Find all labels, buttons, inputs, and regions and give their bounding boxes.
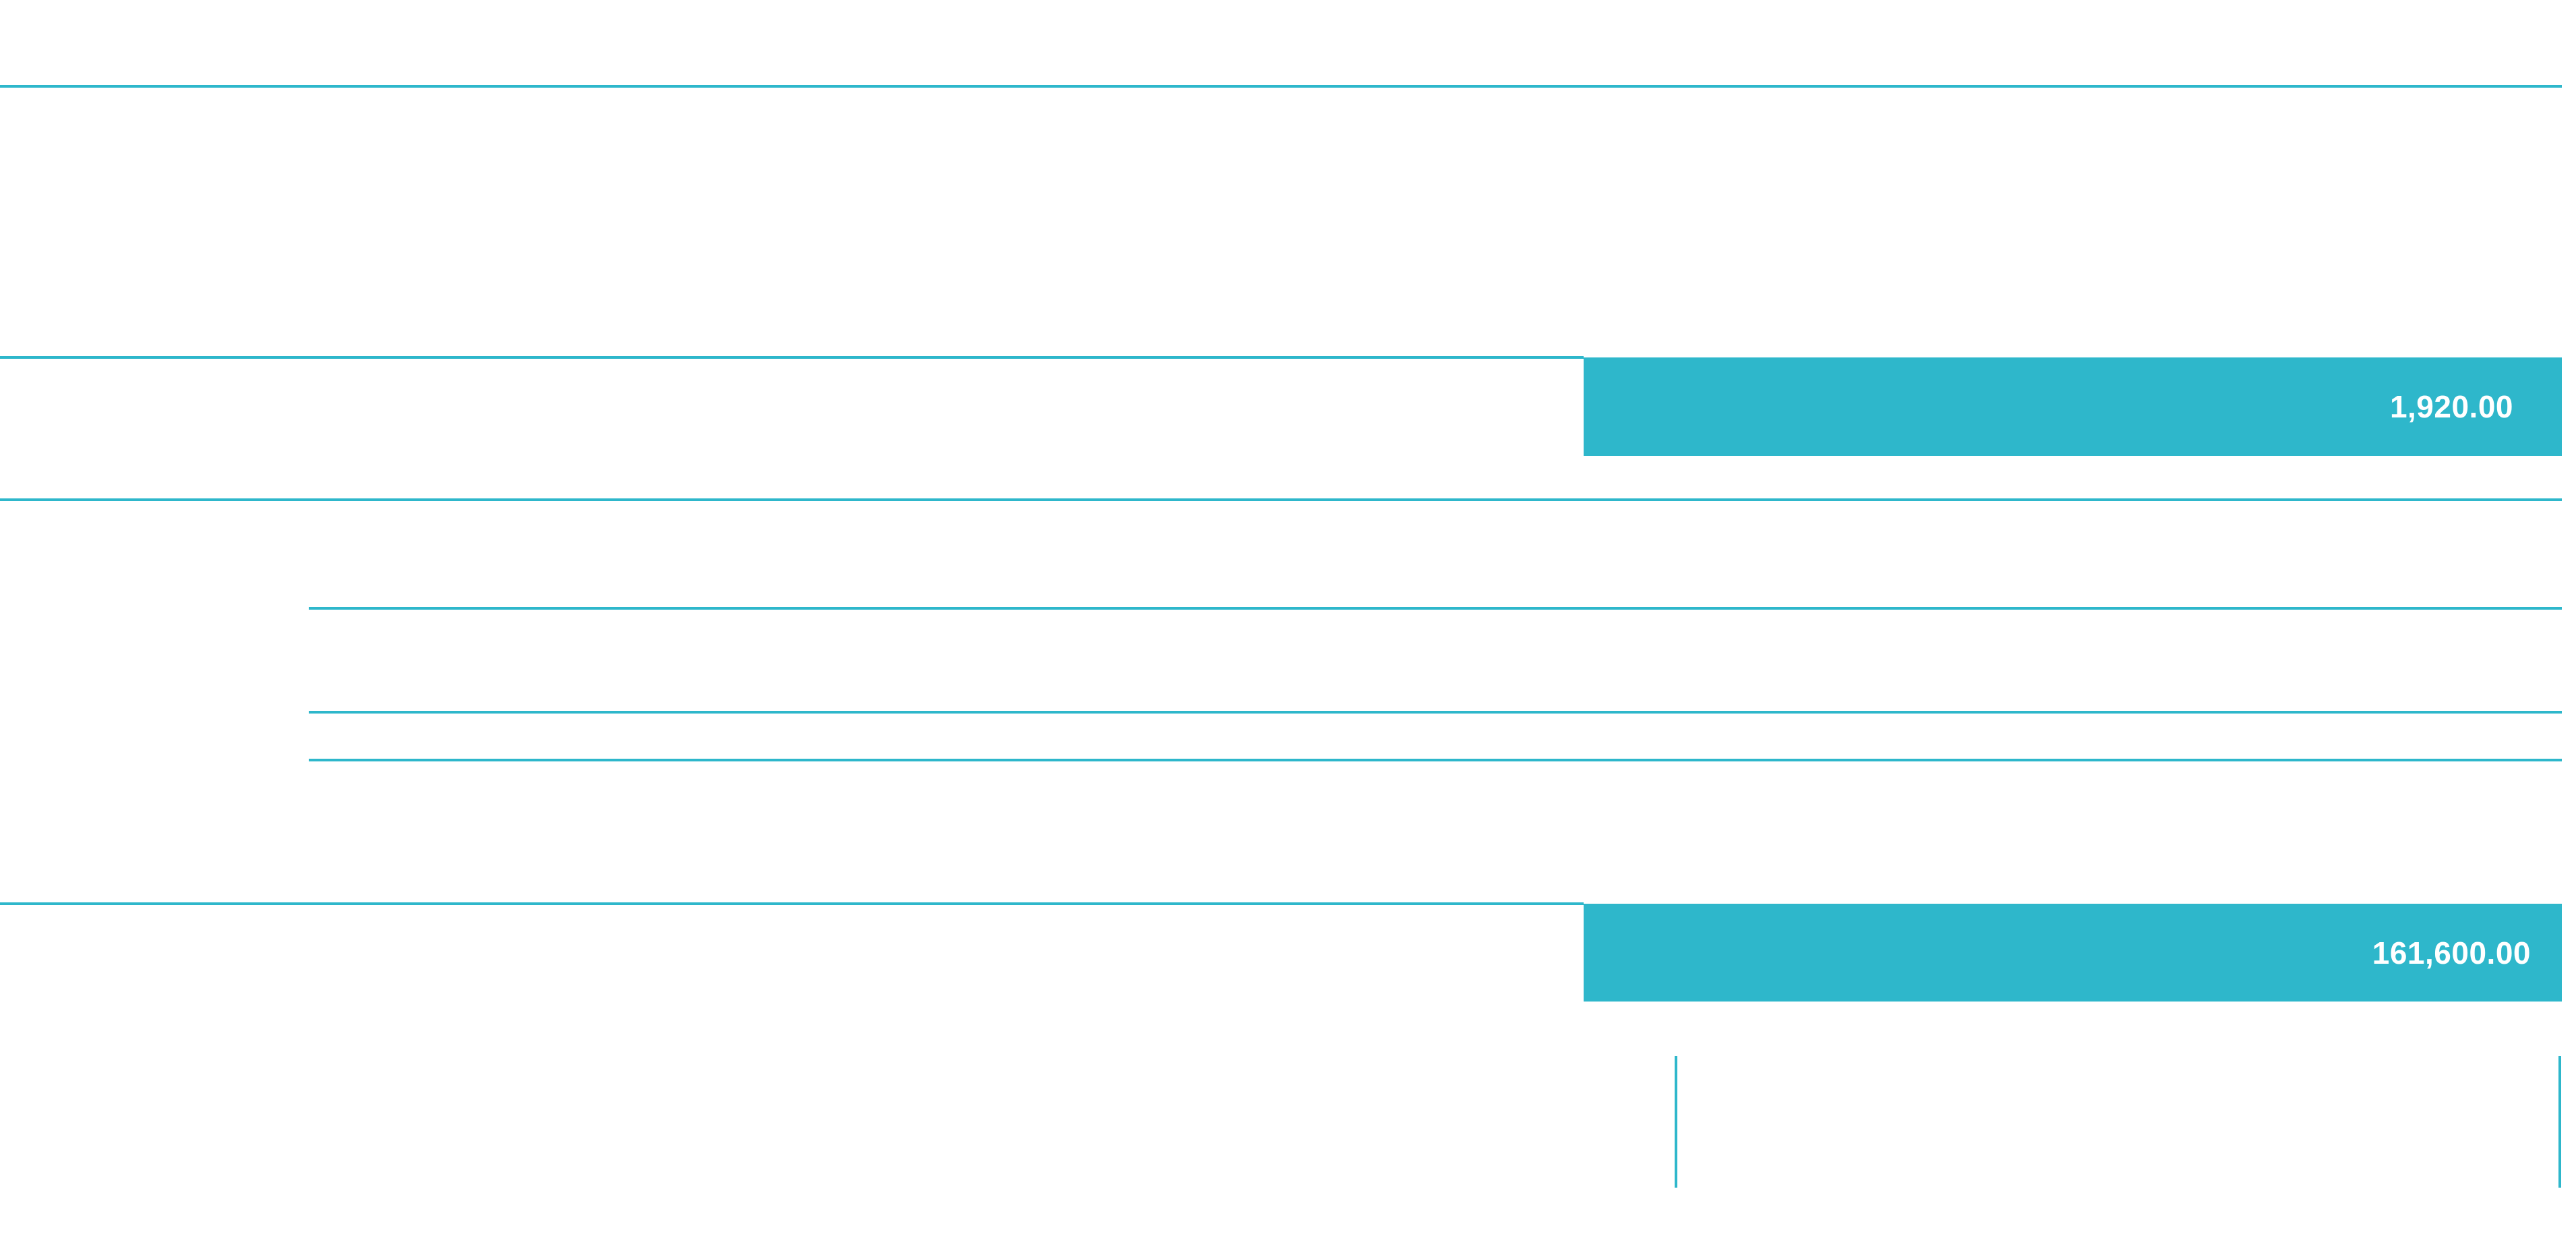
divider-section-1 [0, 356, 1584, 359]
divider-top [0, 85, 2562, 88]
signature-box-left-edge [1675, 1056, 1677, 1188]
divider-inset-1 [309, 607, 2562, 610]
total-band: 161,600.00 [1584, 904, 2562, 1002]
signature-box-right-edge [2558, 1056, 2561, 1188]
total-value: 161,600.00 [2372, 935, 2531, 970]
subtotal-value: 1,920.00 [2389, 389, 2513, 424]
divider-inset-2 [309, 711, 2562, 714]
divider-section-2 [0, 498, 2562, 501]
divider-inset-3 [309, 759, 2562, 761]
subtotal-band: 1,920.00 [1584, 357, 2562, 456]
divider-section-3 [0, 902, 1584, 905]
